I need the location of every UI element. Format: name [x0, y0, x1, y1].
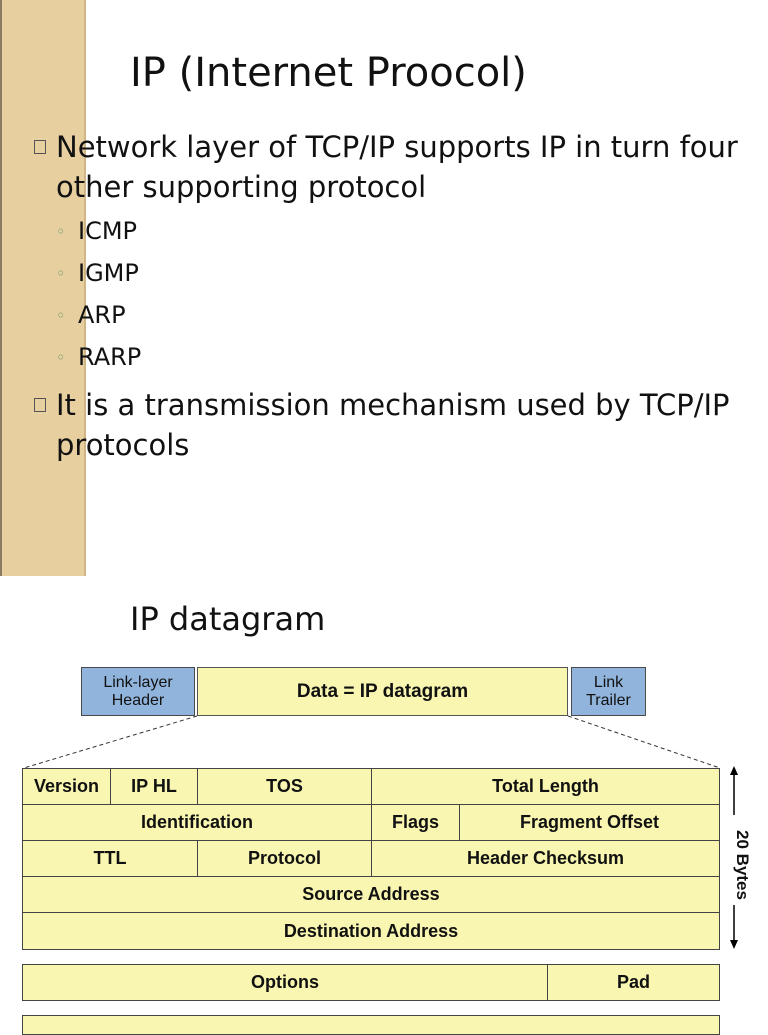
- header-checksum-field: Header Checksum: [371, 840, 720, 877]
- version-field: Version: [22, 768, 111, 805]
- list-item-arp: ◦ARP: [56, 301, 126, 329]
- bullet-square-icon: [34, 140, 46, 154]
- bullet-line: Network layer of TCP/IP supports IP in t…: [56, 130, 738, 164]
- circle-bullet-icon: ◦: [56, 264, 66, 283]
- circle-bullet-icon: ◦: [56, 306, 66, 325]
- payload-row: [22, 1015, 720, 1035]
- ip-datagram-box: Data = IP datagram: [197, 667, 568, 716]
- section-title: IP datagram: [130, 600, 326, 638]
- protocol-field: Protocol: [197, 840, 372, 877]
- size-label: 20 Bytes: [733, 830, 752, 900]
- ttl-field: TTL: [22, 840, 198, 877]
- link-layer-header-box: Link-layer Header: [81, 667, 195, 716]
- decorative-side-bar: [0, 0, 84, 576]
- identification-field: Identification: [22, 804, 372, 841]
- slide-title: IP (Internet Proocol): [130, 50, 527, 96]
- fragment-offset-field: Fragment Offset: [459, 804, 720, 841]
- total-length-field: Total Length: [371, 768, 720, 805]
- side-bar-divider: [84, 0, 86, 576]
- list-item-igmp: ◦IGMP: [56, 259, 139, 287]
- list-item-rarp: ◦RARP: [56, 343, 142, 371]
- circle-bullet-icon: ◦: [56, 348, 66, 367]
- flags-field: Flags: [371, 804, 460, 841]
- source-address-field: Source Address: [22, 876, 720, 913]
- bullet-line: It is a transmission mechanism used by T…: [56, 388, 730, 422]
- options-field: Options: [22, 964, 548, 1001]
- link-trailer-box: Link Trailer: [571, 667, 646, 716]
- ip-hl-field: IP HL: [110, 768, 198, 805]
- bullet-line: protocols: [56, 428, 190, 462]
- pad-field: Pad: [547, 964, 720, 1001]
- tos-field: TOS: [197, 768, 372, 805]
- bullet-square-icon: [34, 398, 46, 412]
- bullet-line: other supporting protocol: [56, 170, 427, 204]
- circle-bullet-icon: ◦: [56, 222, 66, 241]
- destination-address-field: Destination Address: [22, 912, 720, 950]
- list-item-icmp: ◦ICMP: [56, 217, 138, 245]
